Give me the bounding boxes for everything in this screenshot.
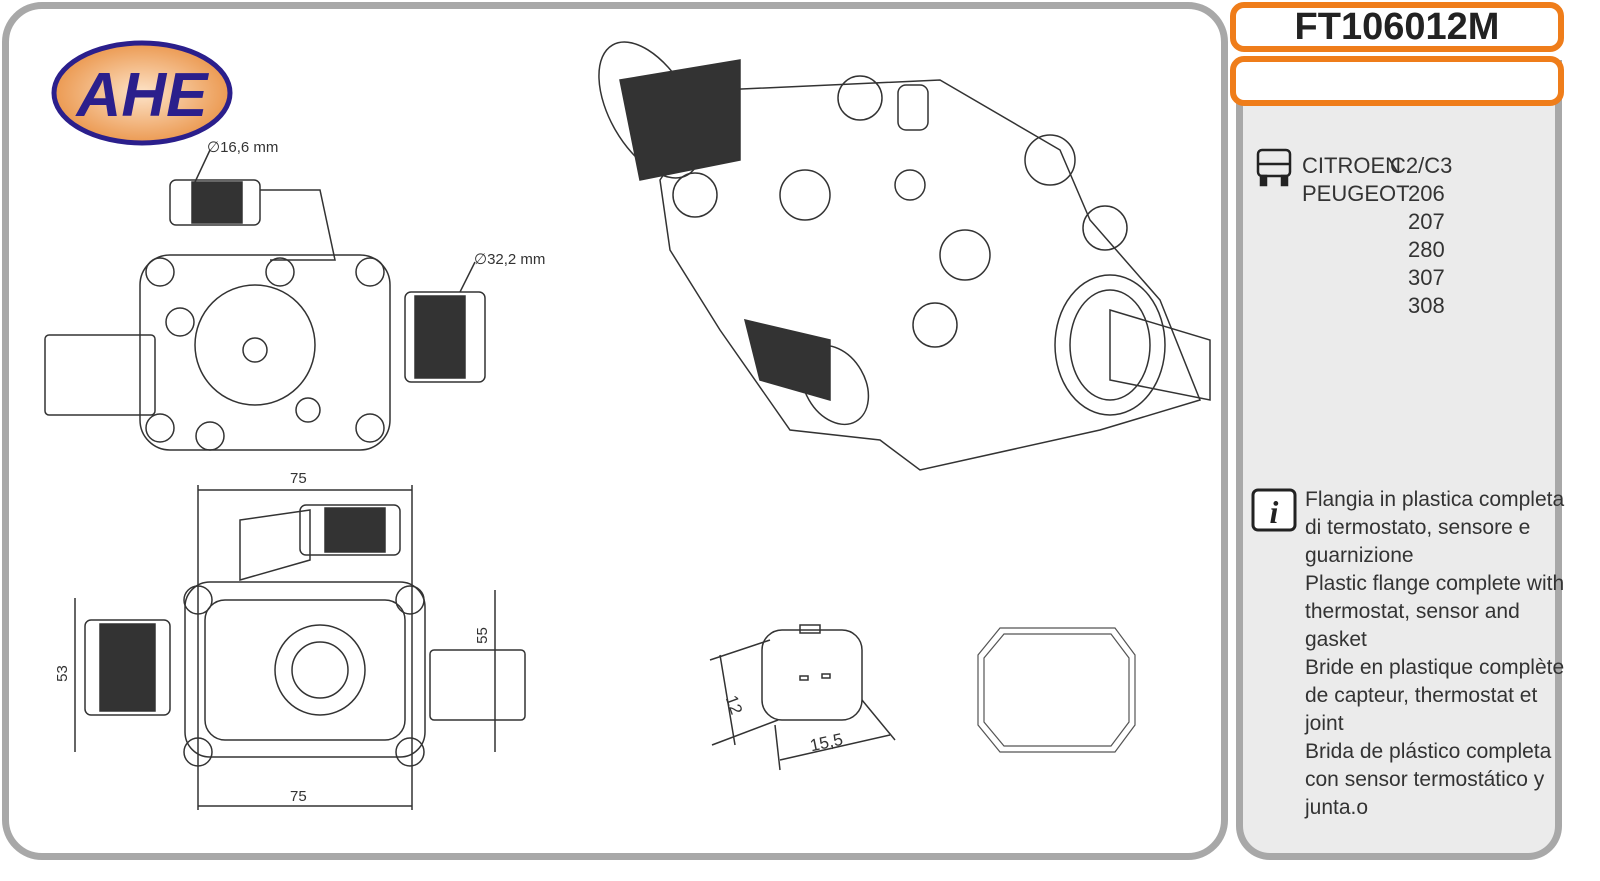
bottom-view — [74, 485, 526, 810]
vehicle-icon — [1256, 148, 1292, 187]
application-item: 280 — [1408, 237, 1445, 262]
application-item: 308 — [1408, 293, 1445, 318]
description: Flangia in plastica completa di termosta… — [1305, 486, 1565, 822]
info-panel — [1236, 60, 1562, 860]
description-fr: Bride en plastique complète de capteur, … — [1305, 656, 1565, 735]
part-code: FT106012M — [1230, 2, 1564, 52]
dim-large-hose: ∅32,2 mm — [474, 251, 546, 268]
description-en: Plastic flange complete with thermostat,… — [1305, 572, 1565, 651]
dim-small-hose: ∅16,6 mm — [207, 139, 279, 156]
dim-width-bottom: 75 — [290, 788, 307, 805]
connector-view — [709, 624, 896, 771]
svg-text:AHE: AHE — [75, 61, 210, 130]
application-item: 307 — [1408, 265, 1445, 290]
3d-view — [598, 41, 1211, 471]
dim-height-right: 55 — [473, 627, 491, 644]
gasket-view — [977, 627, 1136, 753]
description-es: Brida de plástico completa con sensor te… — [1305, 740, 1552, 819]
ahe-logo: AHE — [51, 40, 233, 146]
blank-field — [1230, 56, 1564, 106]
svg-text:i: i — [1270, 494, 1279, 530]
drawing-panel — [2, 2, 1228, 860]
description-it: Flangia in plastica completa di termosta… — [1305, 488, 1565, 567]
dim-width-top: 75 — [290, 470, 307, 487]
info-icon: i — [1251, 488, 1297, 532]
front-view — [44, 149, 486, 451]
application-item: 207 — [1408, 209, 1445, 234]
dim-height-left: 53 — [53, 665, 71, 682]
